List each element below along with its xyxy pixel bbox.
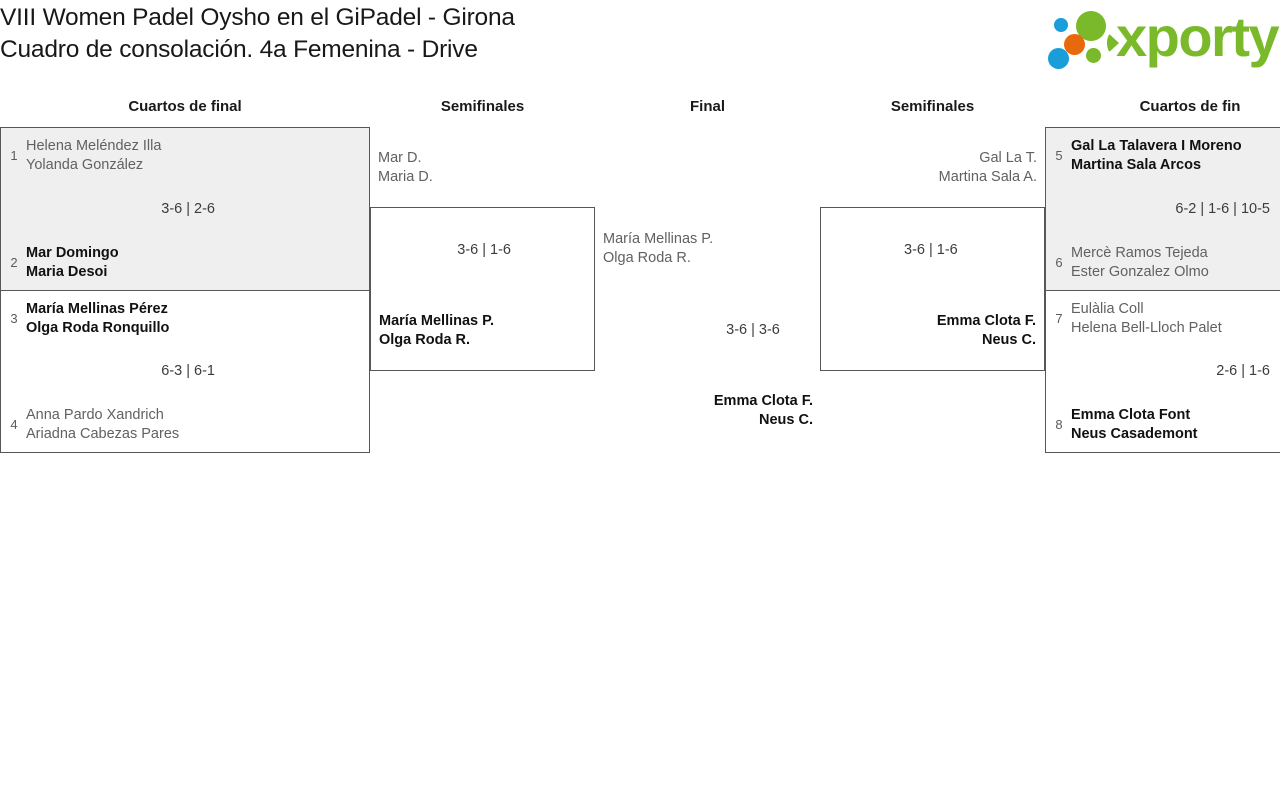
player-name: Anna Pardo Xandrich — [26, 407, 164, 423]
xporty-logo[interactable]: xporty — [1048, 5, 1280, 69]
score-sf-left: 3-6 | 1-6 — [457, 242, 511, 258]
player-name: Neus Casademont — [1071, 426, 1198, 442]
match-box-sf-left[interactable]: 3-6 | 1-6 María Mellinas P. Olga Roda R. — [370, 207, 595, 371]
player-name: Gal La T. — [979, 150, 1037, 166]
match-box-sf-right[interactable]: 3-6 | 1-6 Emma Clota F. Neus C. — [820, 207, 1045, 371]
team-sf-left-top: Mar D. Maria D. — [378, 149, 433, 187]
player-name: Neus C. — [982, 332, 1036, 348]
player-name: Martina Sala A. — [938, 169, 1037, 185]
player-name: Olga Roda Ronquillo — [26, 320, 170, 336]
team-sf-left-bottom: María Mellinas P. Olga Roda R. — [379, 312, 494, 350]
player-name: Emma Clota F. — [713, 393, 813, 409]
seed-number-6: 6 — [1055, 255, 1063, 270]
seed-number-3: 3 — [10, 311, 18, 326]
player-name: Emma Clota Font — [1071, 407, 1191, 423]
team-qf3-top: Gal La Talavera I Moreno Martina Sala Ar… — [1071, 137, 1242, 175]
score-qf2: 6-3 | 6-1 — [161, 363, 215, 379]
seed-number-4: 4 — [10, 417, 18, 432]
player-name: Ester Gonzalez Olmo — [1071, 264, 1209, 280]
page-title: VIII Women Padel Oysho en el GiPadel - G… — [0, 2, 760, 66]
logo-wordmark: xporty — [1116, 5, 1280, 68]
match-box-qf2[interactable]: 3 María Mellinas Pérez Olga Roda Ronquil… — [0, 290, 370, 453]
team-final-left: María Mellinas P. Olga Roda R. — [603, 230, 713, 268]
logo-dots-icon — [1048, 10, 1126, 69]
player-name: María Mellinas P. — [379, 313, 494, 329]
player-name: María Mellinas P. — [603, 231, 714, 247]
logo-dot-small-blue-icon — [1054, 18, 1068, 32]
team-qf4-bottom: Emma Clota Font Neus Casademont — [1071, 406, 1198, 444]
player-name: Martina Sala Arcos — [1071, 157, 1202, 173]
player-name: Ariadna Cabezas Pares — [26, 426, 180, 442]
score-sf-right: 3-6 | 1-6 — [904, 242, 958, 258]
player-name: Mercè Ramos Tejeda — [1071, 245, 1208, 261]
player-name: Neus C. — [759, 412, 813, 428]
match-box-qf4[interactable]: 7 Eulàlia Coll Helena Bell-Lloch Palet 2… — [1045, 290, 1280, 453]
round-header-final: Final — [689, 98, 725, 115]
player-name: Gal La Talavera I Moreno — [1071, 138, 1242, 154]
score-qf1: 3-6 | 2-6 — [161, 201, 215, 217]
player-name: Mar Domingo — [26, 245, 119, 261]
player-name: Emma Clota F. — [936, 313, 1036, 329]
team-qf1-bottom: Mar Domingo Maria Desoi — [26, 244, 119, 282]
round-header-semifinals-left: Semifinales — [440, 98, 525, 115]
player-name: Mar D. — [378, 150, 422, 166]
player-name: Yolanda González — [26, 157, 144, 173]
player-name: Maria D. — [378, 169, 433, 185]
logo-dot-small-green-icon — [1086, 48, 1101, 63]
round-header-quarterfinals-left: Cuartos de final — [128, 98, 242, 115]
player-name: Olga Roda R. — [603, 250, 691, 266]
seed-number-7: 7 — [1055, 311, 1063, 326]
team-sf-right-bottom: Emma Clota F. Neus C. — [821, 312, 1036, 350]
seed-number-5: 5 — [1055, 148, 1063, 163]
round-header-semifinals-right: Semifinales — [890, 98, 975, 115]
seed-number-1: 1 — [10, 148, 18, 163]
logo-dot-orange-icon — [1064, 34, 1085, 55]
title-line-draw: Cuadro de consolación. 4a Femenina - Dri… — [0, 36, 478, 63]
round-header-quarterfinals-right: Cuartos de fin — [1139, 98, 1241, 115]
seed-number-2: 2 — [10, 255, 18, 270]
team-sf-right-top: Gal La T. Martina Sala A. — [825, 149, 1037, 187]
score-qf4: 2-6 | 1-6 — [1216, 363, 1270, 379]
match-box-qf1[interactable]: 1 Helena Meléndez Illa Yolanda González … — [0, 127, 370, 291]
team-qf2-top: María Mellinas Pérez Olga Roda Ronquillo — [26, 300, 169, 338]
seed-number-8: 8 — [1055, 417, 1063, 432]
player-name: Eulàlia Coll — [1071, 301, 1144, 317]
title-line-tournament: VIII Women Padel Oysho en el GiPadel - G… — [0, 4, 515, 31]
logo-dot-large-blue-icon — [1048, 48, 1069, 69]
team-qf4-top: Eulàlia Coll Helena Bell-Lloch Palet — [1071, 300, 1222, 338]
score-qf3: 6-2 | 1-6 | 10-5 — [1175, 201, 1270, 217]
logo-chevron-icon — [1107, 32, 1119, 54]
player-name: Helena Meléndez Illa — [26, 138, 162, 154]
champion-team: Emma Clota F. Neus C. — [553, 392, 813, 430]
page-header: VIII Women Padel Oysho en el GiPadel - G… — [0, 0, 1280, 88]
team-qf2-bottom: Anna Pardo Xandrich Ariadna Cabezas Pare… — [26, 406, 179, 444]
player-name: Maria Desoi — [26, 264, 108, 280]
match-box-qf3[interactable]: 5 Gal La Talavera I Moreno Martina Sala … — [1045, 127, 1280, 291]
player-name: Helena Bell-Lloch Palet — [1071, 320, 1222, 336]
team-qf1-top: Helena Meléndez Illa Yolanda González — [26, 137, 161, 175]
team-qf3-bottom: Mercè Ramos Tejeda Ester Gonzalez Olmo — [1071, 244, 1209, 282]
player-name: María Mellinas Pérez — [26, 301, 168, 317]
score-final: 3-6 | 3-6 — [726, 322, 780, 338]
player-name: Olga Roda R. — [379, 332, 471, 348]
